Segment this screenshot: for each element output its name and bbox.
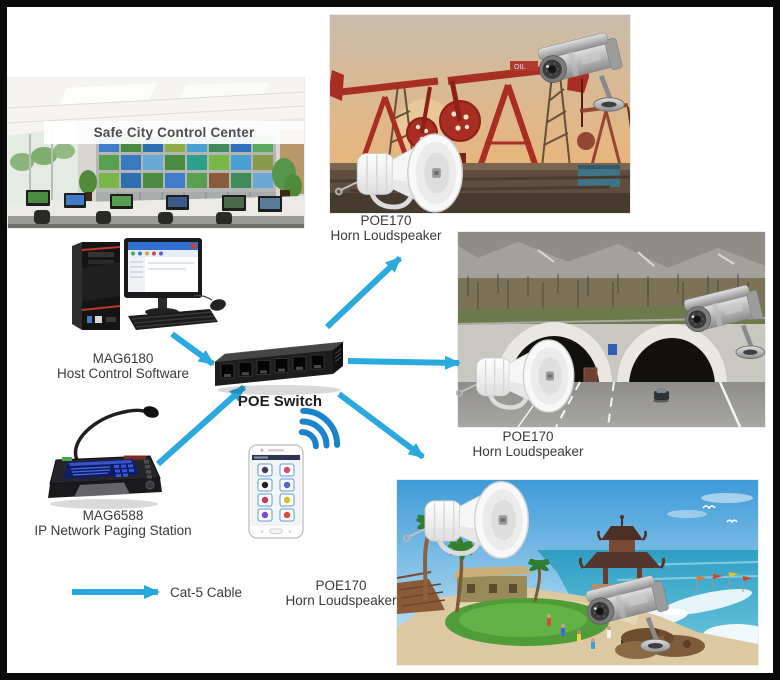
paging-station-model: MAG6588 <box>82 508 144 523</box>
horn-loudspeaker-tunnel <box>455 331 581 421</box>
app-icons <box>257 463 295 522</box>
svg-text:OIL: OIL <box>514 64 525 71</box>
host-computer-role: Host Control Software <box>56 366 190 382</box>
oilfield-speaker-role: Horn Loudspeaker <box>330 228 442 244</box>
tunnel-speaker-role: Horn Loudspeaker <box>472 444 584 460</box>
arrow-paging-to-switch <box>155 384 247 467</box>
host-computer <box>62 236 230 340</box>
poe-switch <box>211 340 349 396</box>
security-camera-oilfield <box>538 20 630 120</box>
host-computer-model: MAG6180 <box>92 351 154 366</box>
control-center-banner: Safe City Control Center <box>44 121 304 144</box>
flags <box>696 572 752 592</box>
oilfield-scene: OIL <box>330 15 630 213</box>
birds <box>702 505 738 524</box>
legend-cat5-label: Cat-5 Cable <box>170 585 243 600</box>
poe-switch-label: POE Switch <box>237 393 323 410</box>
arrow-switch-to-oilfield <box>324 255 403 330</box>
host-computer-label: MAG6180 Host Control Software <box>40 351 206 381</box>
beach-speaker-role: Horn Loudspeaker <box>285 593 397 609</box>
tunnel-speaker-label: POE170 Horn Loudspeaker <box>462 429 594 459</box>
tunnel-speaker-model: POE170 <box>502 429 554 444</box>
horn-loudspeaker-beach <box>402 476 536 564</box>
arrow-switch-to-tunnel <box>347 355 461 370</box>
poe-switch-illustration <box>214 341 344 395</box>
paging-station <box>38 402 176 512</box>
paging-station-label: MAG6588 IP Network Paging Station <box>25 508 201 538</box>
wifi-signal-icon <box>286 404 344 458</box>
oilfield-speaker-label: POE170 Horn Loudspeaker <box>320 213 452 243</box>
desk-monitors <box>26 190 282 212</box>
arrow-switch-to-beach <box>337 391 425 460</box>
rj45-ports <box>220 354 325 379</box>
paging-station-role: IP Network Paging Station <box>34 523 192 539</box>
oilfield-photo: OIL <box>330 15 630 213</box>
pagoda <box>578 515 666 590</box>
paging-station-illustration <box>48 406 162 509</box>
smartphone <box>248 444 304 539</box>
control-center-photo: Safe City Control Center <box>8 78 304 228</box>
video-wall <box>96 134 276 206</box>
desktop-computer-illustration <box>72 238 226 330</box>
security-camera-beach <box>586 562 676 662</box>
beach-speaker-label: POE170 Horn Loudspeaker <box>275 578 407 608</box>
smartphone-illustration <box>248 444 304 539</box>
security-camera-tunnel <box>684 268 770 372</box>
beach-speaker-model: POE170 <box>315 578 367 593</box>
gooseneck-microphone <box>74 408 147 463</box>
oilfield-speaker-model: POE170 <box>360 213 412 228</box>
horn-loudspeaker-oilfield <box>334 126 470 220</box>
car <box>653 388 669 403</box>
arrow-host-to-switch <box>170 331 215 367</box>
